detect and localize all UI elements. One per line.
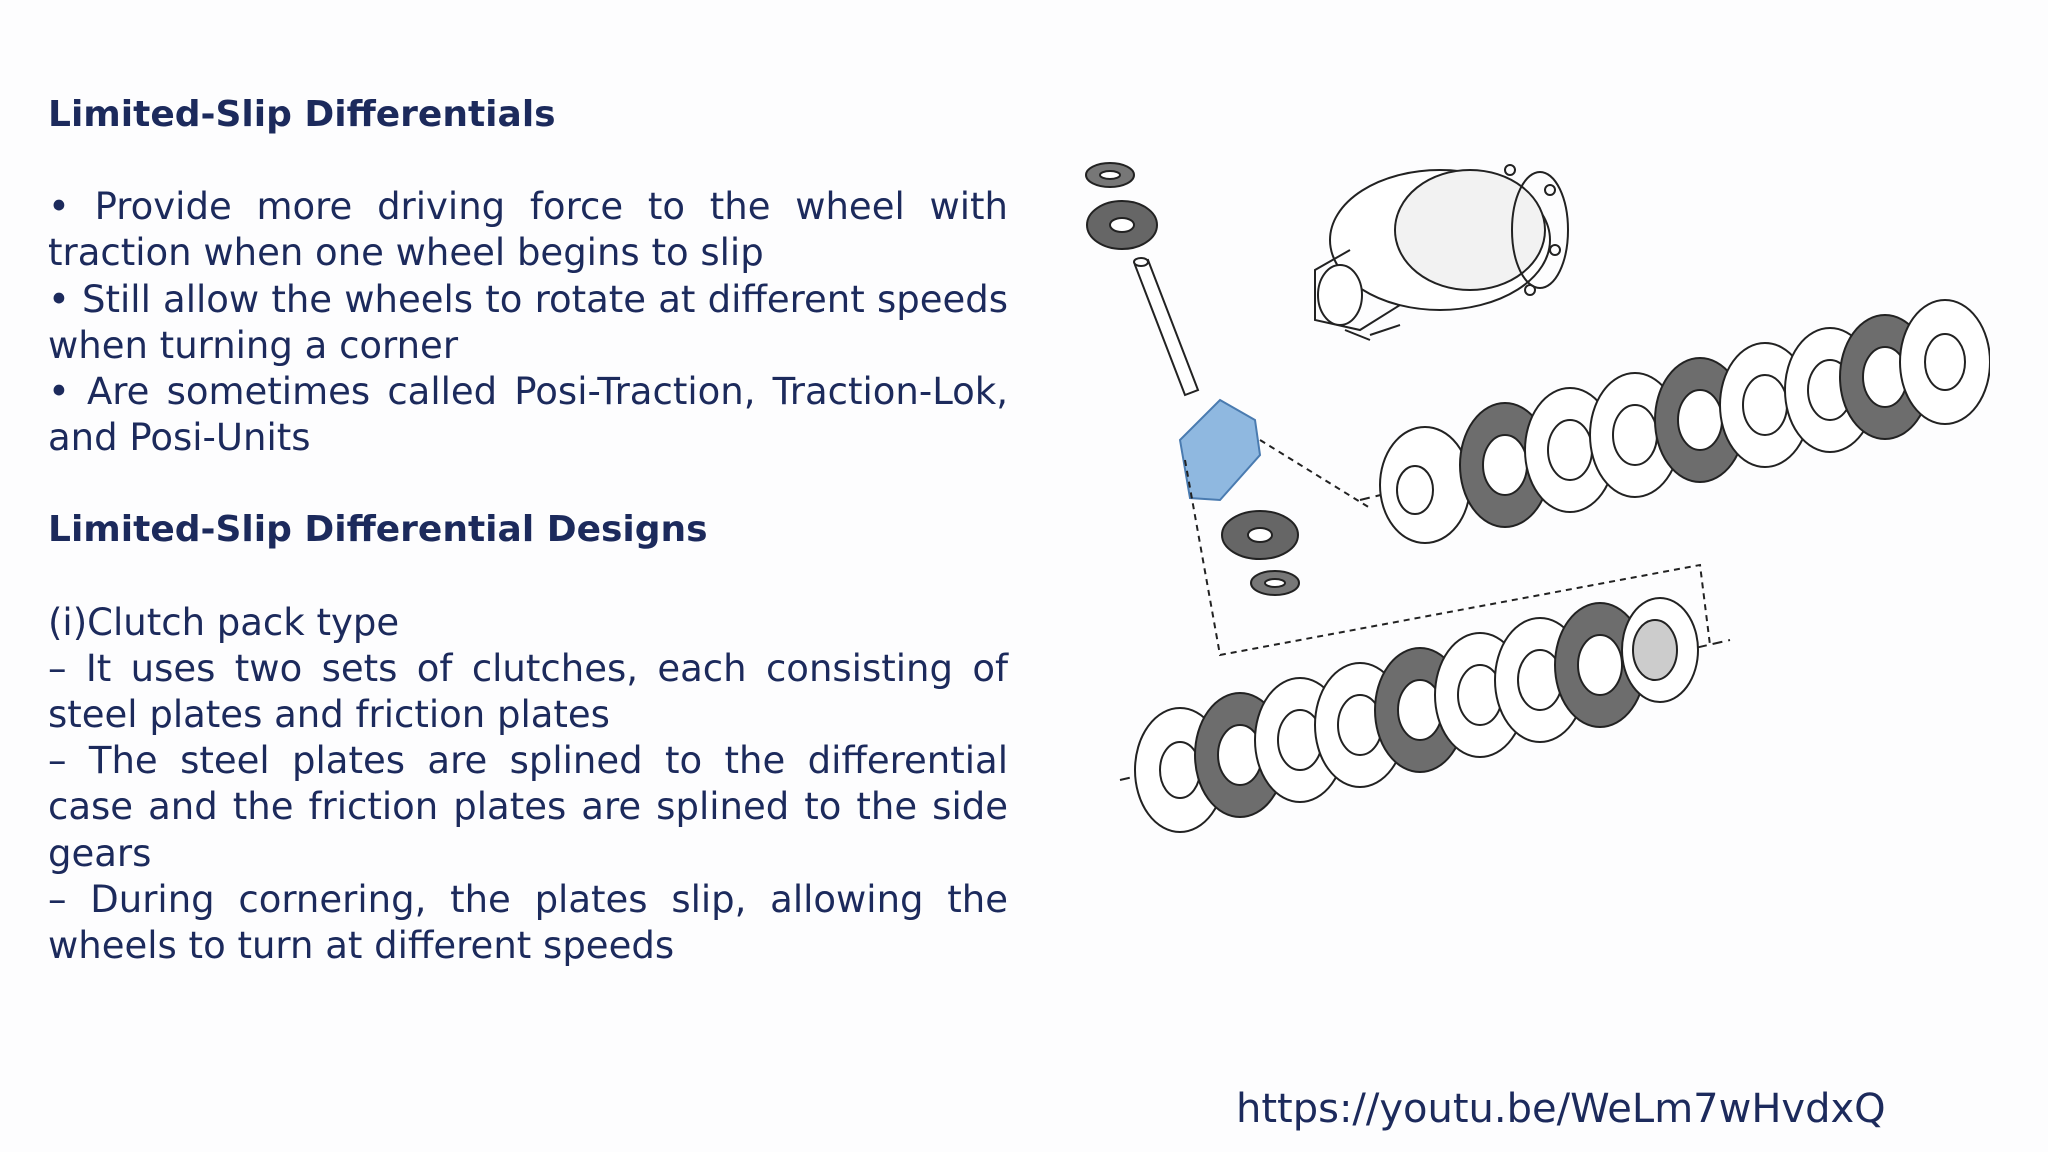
- bullet-item: • Are sometimes called Posi-Traction, Tr…: [48, 370, 1008, 460]
- bullet-item: • Provide more driving force to the whee…: [48, 185, 1008, 275]
- spacer: [48, 461, 1008, 507]
- text-column: Limited-Slip Differentials • Provide mor…: [48, 92, 1008, 969]
- spacer: [48, 138, 1008, 184]
- differential-case-illustration: [1314, 164, 1569, 341]
- highlighted-part-illustration: [1178, 398, 1262, 502]
- pinion-shaft-illustration: [1133, 258, 1200, 397]
- dash-item: – The steel plates are splined to the di…: [48, 739, 1008, 875]
- heading-designs: Limited-Slip Differential Designs: [48, 509, 708, 551]
- heading-limited-slip: Limited-Slip Differentials: [48, 94, 556, 135]
- dash-item: – It uses two sets of clutches, each con…: [48, 646, 1008, 737]
- subheading-clutch-pack: (i)Clutch pack type: [48, 600, 400, 644]
- bullet-item: • Still allow the wheels to rotate at di…: [48, 277, 1008, 367]
- video-link[interactable]: https://youtu.be/WeLm7wHvdxQ: [1236, 1086, 1886, 1132]
- upper-clutch-plates: [1459, 299, 1990, 528]
- lower-clutch-plates: [1134, 597, 1699, 833]
- dash-item: – During cornering, the plates slip, all…: [48, 877, 1008, 968]
- spacer: [48, 554, 1008, 600]
- clutch-pack-exploded-diagram: [1085, 162, 1990, 833]
